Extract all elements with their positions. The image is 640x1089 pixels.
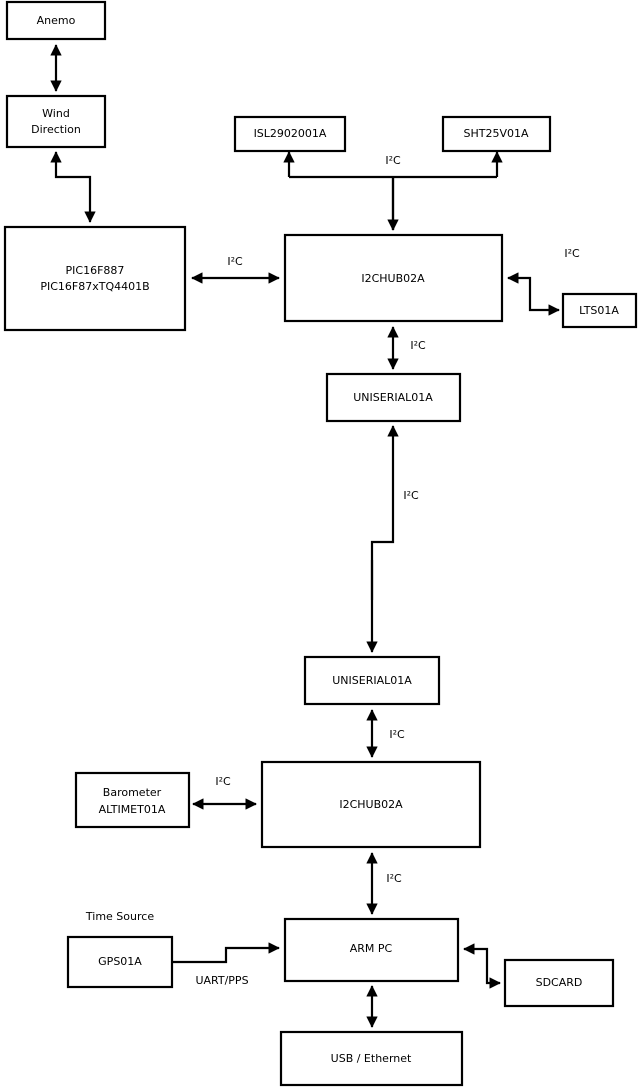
label-i2c-top-sensors: I²C xyxy=(385,154,401,167)
node-sht25v01a[interactable]: SHT25V01A xyxy=(441,115,552,153)
node-i2chub02a-top[interactable]: I2CHUB02A xyxy=(283,233,504,323)
node-isl2902001a[interactable]: ISL2902001A xyxy=(233,115,347,153)
node-wind-direction[interactable]: Wind Direction xyxy=(5,94,107,149)
connector-gps-armpc xyxy=(172,942,280,964)
node-isl2902001a-rect xyxy=(233,115,347,153)
node-uniserial01a-bottom[interactable]: UNISERIAL01A xyxy=(303,655,441,706)
node-lts01a-rect xyxy=(561,292,638,329)
node-barometer-label-line1: Barometer xyxy=(103,786,162,799)
node-i2chub02a-top-label: I2CHUB02A xyxy=(361,272,425,285)
label-uart-pps: UART/PPS xyxy=(195,974,248,987)
node-arm-pc-label: ARM PC xyxy=(350,942,393,955)
node-sdcard[interactable]: SDCARD xyxy=(503,958,615,1008)
node-i2chub02a-bottom-rect xyxy=(260,760,482,849)
node-wind-direction-rect xyxy=(5,94,107,149)
node-barometer-altimet01a-rect xyxy=(74,771,191,829)
node-usb-ethernet[interactable]: USB / Ethernet xyxy=(279,1030,464,1087)
node-uniserial01a-top-rect xyxy=(325,372,462,423)
node-gps01a-label: GPS01A xyxy=(98,955,142,968)
node-lts01a-label: LTS01A xyxy=(579,304,619,317)
node-barometer-altimet01a[interactable]: Barometer ALTIMET01A xyxy=(74,771,191,829)
node-uniserial01a-top-label: UNISERIAL01A xyxy=(353,391,433,404)
node-uniserial01a-top[interactable]: UNISERIAL01A xyxy=(325,372,462,423)
label-i2c-pic-hub: I²C xyxy=(227,255,243,268)
node-sdcard-label: SDCARD xyxy=(536,976,583,989)
node-arm-pc-rect xyxy=(283,917,460,983)
node-sht25v01a-rect xyxy=(441,115,552,153)
node-wind-direction-label-line2: Direction xyxy=(31,123,81,136)
connector-wind-pic xyxy=(50,151,96,223)
node-usb-ethernet-rect xyxy=(279,1030,464,1087)
node-i2chub02a-top-rect xyxy=(283,233,504,323)
node-pic-mcu-label-line2: PIC16F87xTQ4401B xyxy=(40,280,149,293)
connector-hubtop-lts xyxy=(507,272,560,316)
connector-armpc-sdcard xyxy=(463,943,501,989)
node-barometer-label-line2: ALTIMET01A xyxy=(99,803,166,816)
node-usb-ethernet-label: USB / Ethernet xyxy=(331,1052,412,1065)
node-anemo-rect xyxy=(5,0,107,41)
node-sht25v01a-label: SHT25V01A xyxy=(463,127,528,140)
node-uniserial01a-bottom-label: UNISERIAL01A xyxy=(332,674,412,687)
label-i2c-hub-uniserial: I²C xyxy=(410,339,426,352)
node-gps01a[interactable]: GPS01A xyxy=(66,935,174,989)
node-sdcard-rect xyxy=(503,958,615,1008)
label-i2c-uniserial-link: I²C xyxy=(403,489,419,502)
node-pic-mcu[interactable]: PIC16F887 PIC16F87xTQ4401B xyxy=(3,225,187,332)
label-i2c-uniserial-hub2: I²C xyxy=(389,728,405,741)
label-time-source: Time Source xyxy=(85,910,154,923)
node-wind-direction-label-line1: Wind xyxy=(42,107,70,120)
node-pic-mcu-label-line1: PIC16F887 xyxy=(66,264,125,277)
node-isl2902001a-label: ISL2902001A xyxy=(254,127,327,140)
node-anemo-label: Anemo xyxy=(37,14,76,27)
node-lts01a[interactable]: LTS01A xyxy=(561,292,638,329)
node-anemo[interactable]: Anemo xyxy=(5,0,107,41)
node-gps01a-rect xyxy=(66,935,174,989)
node-pic-mcu-rect xyxy=(3,225,187,332)
node-uniserial01a-bottom-rect xyxy=(303,655,441,706)
label-i2c-hub2-armpc: I²C xyxy=(386,872,402,885)
label-i2c-hub-lts: I²C xyxy=(564,247,580,260)
node-arm-pc[interactable]: ARM PC xyxy=(283,917,460,983)
label-i2c-barometer-hub2: I²C xyxy=(215,775,231,788)
node-i2chub02a-bottom-label: I2CHUB02A xyxy=(339,798,403,811)
node-i2chub02a-bottom[interactable]: I2CHUB02A xyxy=(260,760,482,849)
connector-uniserial-link-up xyxy=(370,425,399,600)
